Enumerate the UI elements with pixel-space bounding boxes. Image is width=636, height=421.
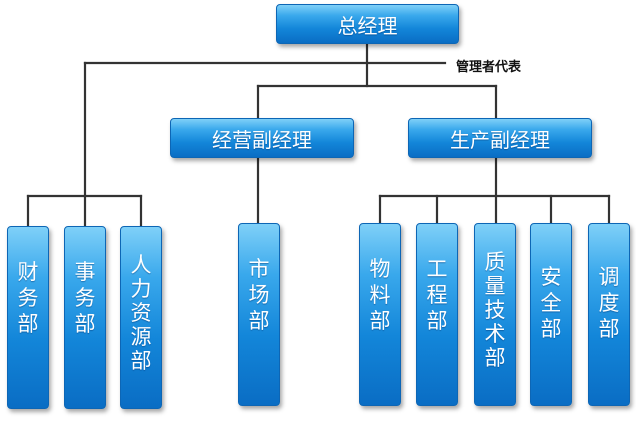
dept-label-char: 市 [248,257,270,281]
dept-label-char: 调 [598,265,620,289]
dept-label-char: 术 [484,322,506,346]
dept-label: 市场部 [249,256,270,334]
dept-label: 工程部 [427,256,448,334]
dept-label-char: 全 [540,291,562,315]
node-general-manager: 总经理 [276,4,459,44]
dept-label-char: 部 [17,312,39,336]
node-general-manager-label: 总经理 [337,13,398,38]
dept-label: 质量技术部 [485,250,506,370]
dept-label-char: 事 [74,260,96,284]
node-hr-dept: 人力资源部 [120,226,162,409]
dept-label-char: 部 [248,309,270,333]
dept-label-char: 场 [248,283,270,307]
node-finance-dept: 财务部 [7,226,49,409]
dept-label-char: 部 [426,309,448,333]
management-representative-label: 管理者代表 [456,60,522,75]
dept-label-char: 力 [130,277,152,301]
node-dispatch-dept: 调度部 [588,223,630,406]
node-materials-dept: 物料部 [359,223,401,406]
dept-label-char: 程 [426,283,448,307]
dept-label-char: 质 [484,250,506,274]
dept-label-char: 量 [484,274,506,298]
dept-label: 事务部 [75,259,96,337]
node-quality-dept: 质量技术部 [474,223,516,406]
node-vp-production-label: 生产副经理 [450,127,550,152]
dept-label-char: 部 [369,309,391,333]
dept-label: 人力资源部 [131,253,152,373]
node-market-dept: 市场部 [238,223,280,406]
dept-label-char: 技 [484,298,506,322]
dept-label-char: 部 [598,317,620,341]
node-vp-operations: 经营副经理 [170,118,354,158]
dept-label-char: 部 [130,349,152,373]
dept-label-char: 料 [369,283,391,307]
dept-label-char: 部 [540,317,562,341]
dept-label-char: 工 [426,257,448,281]
dept-label-char: 部 [74,312,96,336]
dept-label-char: 度 [598,291,620,315]
node-safety-dept: 安全部 [530,223,572,406]
dept-label-char: 源 [130,325,152,349]
dept-label-char: 务 [74,286,96,310]
node-affairs-dept: 事务部 [64,226,106,409]
dept-label-char: 务 [17,286,39,310]
dept-label-char: 物 [369,257,391,281]
dept-label: 物料部 [370,256,391,334]
dept-label-char: 安 [540,265,562,289]
dept-label: 财务部 [18,259,39,337]
node-vp-operations-label: 经营副经理 [212,127,312,152]
dept-label: 调度部 [599,264,620,342]
node-vp-production: 生产副经理 [408,118,592,158]
dept-label-char: 部 [484,346,506,370]
dept-label-char: 资 [130,301,152,325]
node-engineering-dept: 工程部 [416,223,458,406]
dept-label: 安全部 [541,264,562,342]
dept-label-char: 财 [17,260,39,284]
dept-label-char: 人 [130,253,152,277]
